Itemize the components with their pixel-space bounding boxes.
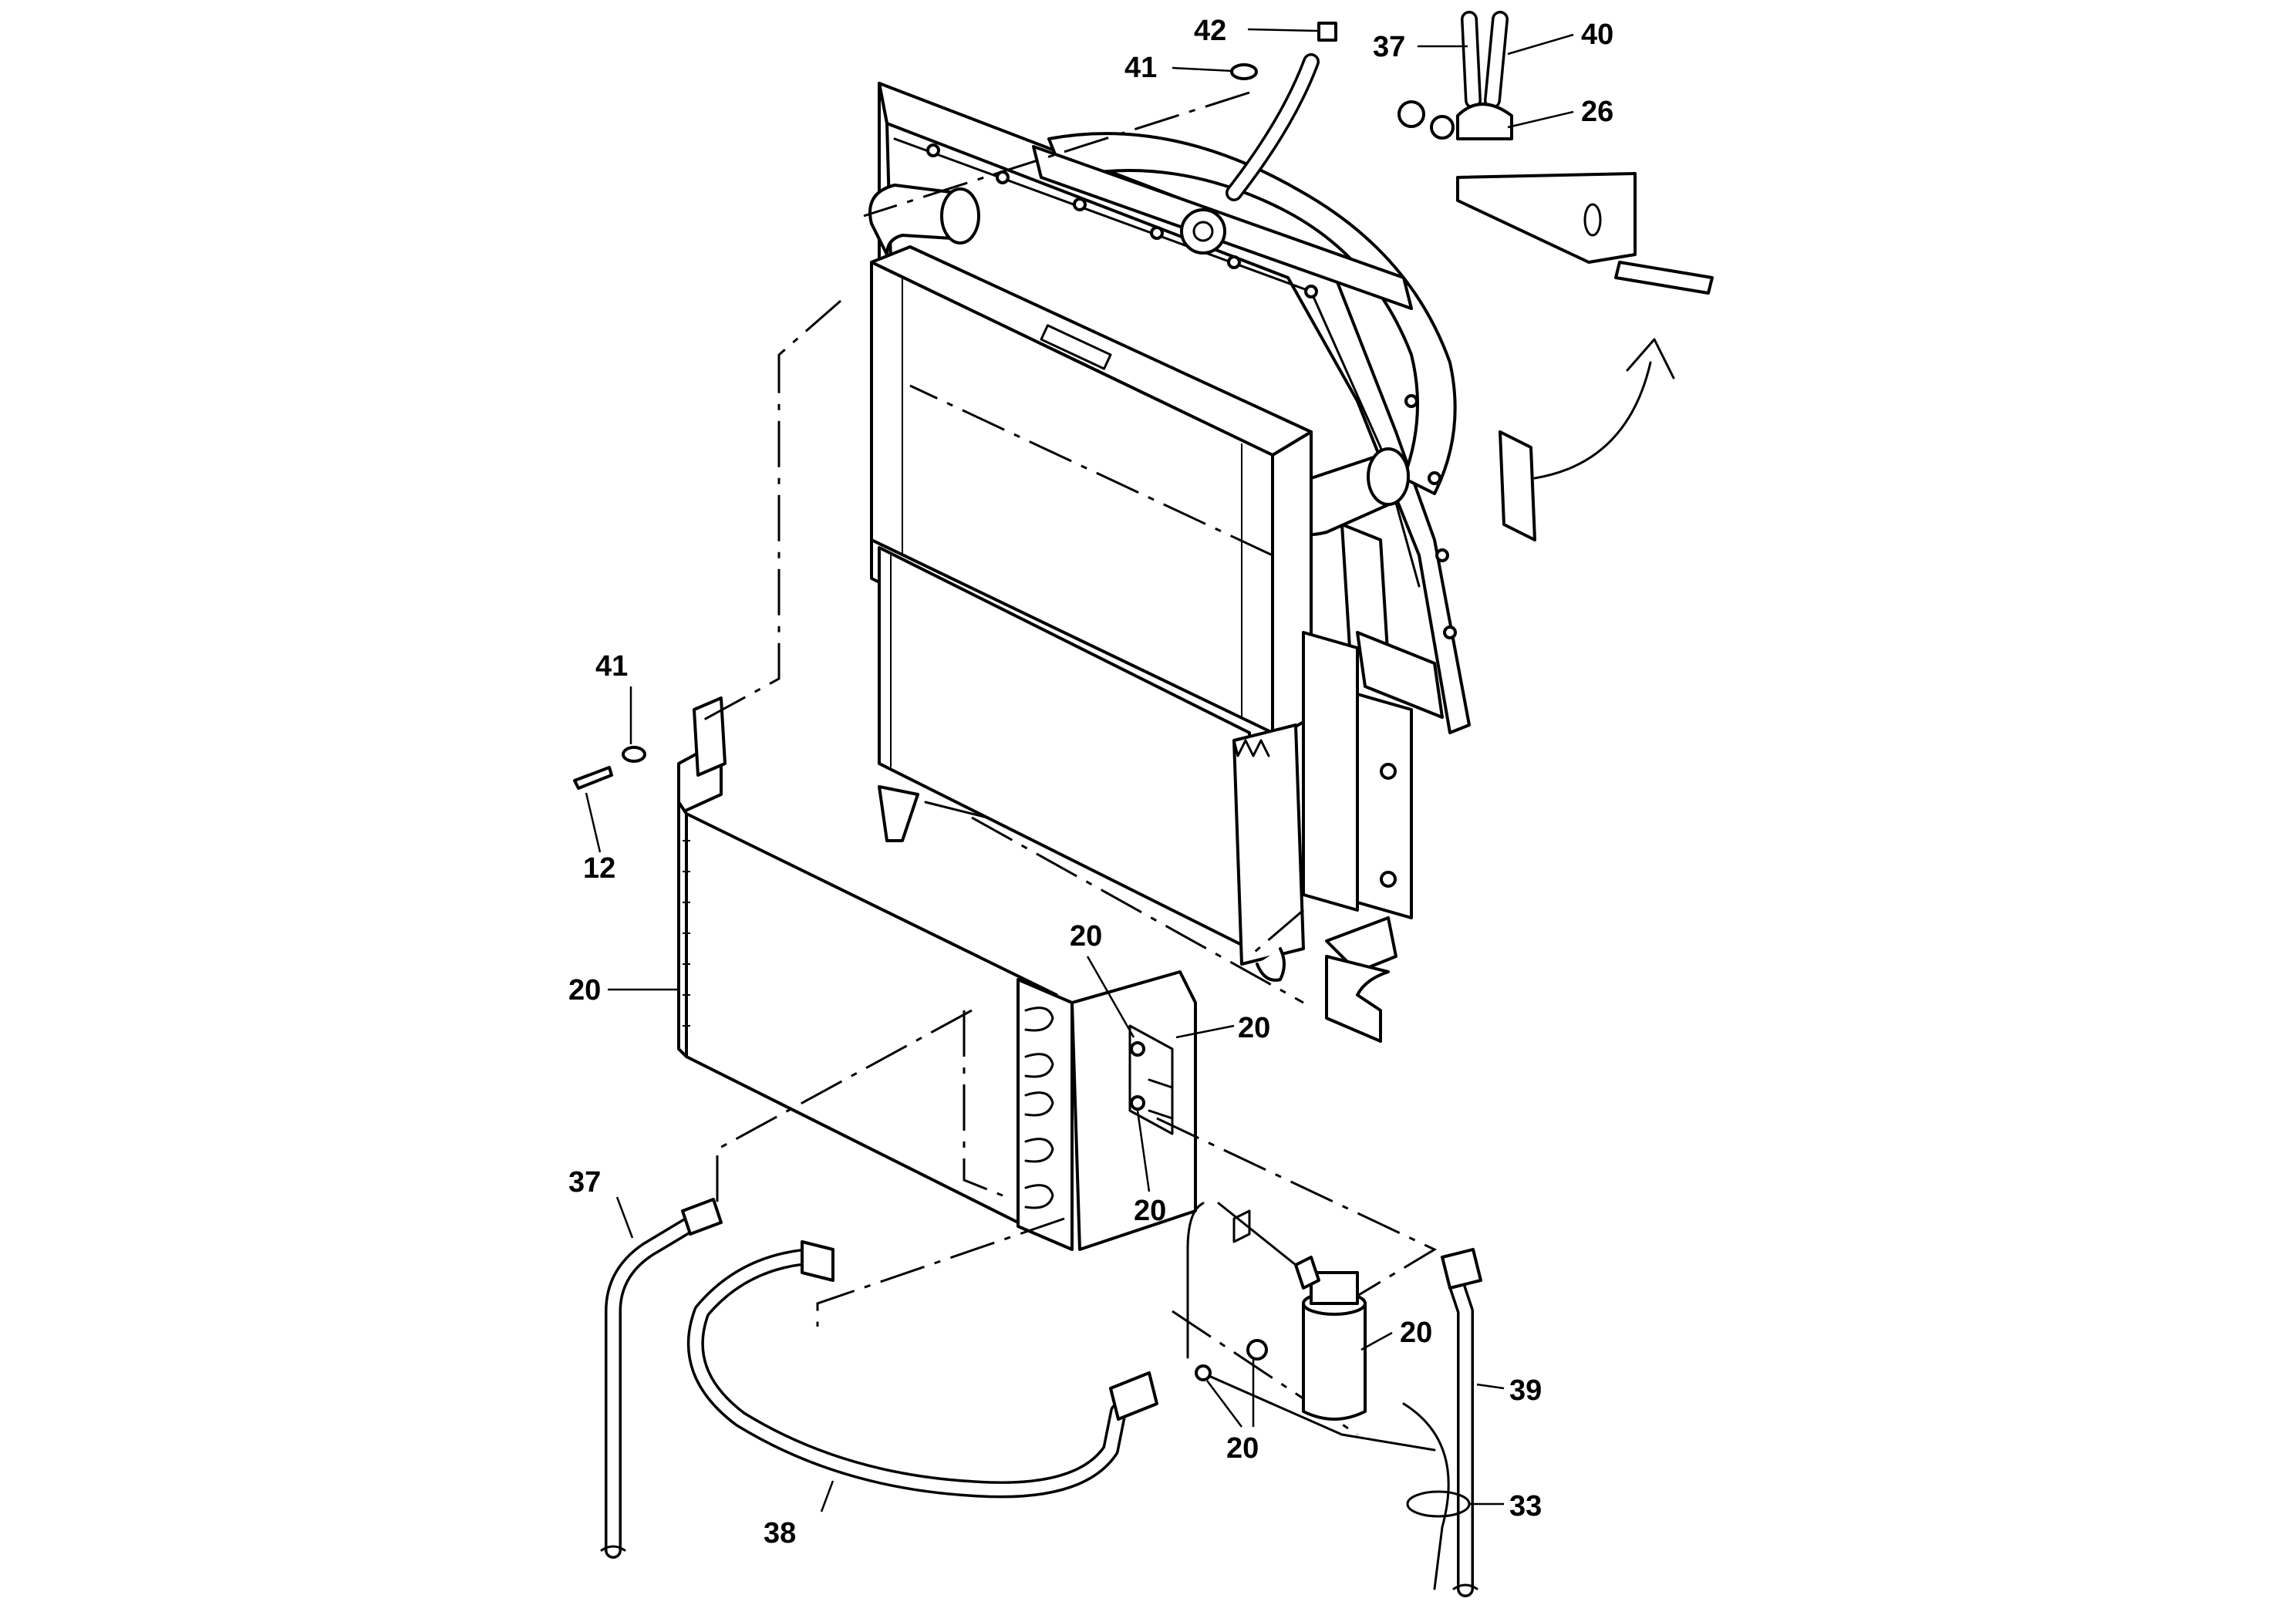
callout-12: 12 xyxy=(583,852,615,885)
bolt-icon xyxy=(1614,261,1714,295)
hose-39 xyxy=(1441,1248,1482,1597)
callout-20-upper: 20 xyxy=(1070,920,1102,953)
receiver-drier xyxy=(1186,1202,1367,1421)
callout-33: 33 xyxy=(1509,1490,1542,1523)
left-fasteners xyxy=(573,746,646,790)
callout-20-drier: 20 xyxy=(1400,1317,1432,1349)
condenser xyxy=(677,696,1197,1251)
callout-20-condenser: 20 xyxy=(568,974,601,1007)
condenser-fins xyxy=(683,840,690,1027)
fitting-42 xyxy=(1317,22,1337,42)
callout-41-left: 41 xyxy=(595,650,628,683)
clamp-detail xyxy=(1397,11,1714,480)
nut-icon xyxy=(1397,100,1425,128)
support-brackets xyxy=(1302,631,1413,1043)
leader-lines xyxy=(585,28,1574,1512)
radiator-core xyxy=(870,245,1313,982)
exploded-view-lines xyxy=(693,91,1438,1436)
callout-37-bottom: 37 xyxy=(568,1166,601,1199)
callout-26: 26 xyxy=(1581,96,1613,128)
callout-39: 39 xyxy=(1509,1374,1542,1407)
fan-hub xyxy=(1180,208,1226,255)
side-bracket xyxy=(1499,430,1536,541)
hose-38 xyxy=(686,1240,1158,1499)
callouts: 42 41 37 40 26 41 12 20 20 20 20 20 20 3… xyxy=(568,15,1613,1549)
callout-40: 40 xyxy=(1581,19,1613,51)
callout-38: 38 xyxy=(764,1517,796,1549)
washer-41-top xyxy=(1230,63,1258,80)
top-fitting xyxy=(1226,22,1337,201)
washer-icon xyxy=(1430,115,1455,140)
callout-20-right: 20 xyxy=(1238,1012,1270,1044)
drier-bracket-hardware xyxy=(1195,1339,1436,1452)
bolt-12 xyxy=(573,766,613,790)
hose-37 xyxy=(600,1198,723,1559)
detail-arrow-icon xyxy=(1533,361,1652,480)
callout-37-top: 37 xyxy=(1373,31,1405,63)
washer-41-left xyxy=(622,746,646,763)
callout-20-lower: 20 xyxy=(1134,1195,1166,1227)
condenser-tube-bends xyxy=(1024,1007,1054,1209)
callout-42: 42 xyxy=(1194,15,1226,47)
callout-20-hardware: 20 xyxy=(1226,1432,1259,1465)
callout-41-top: 41 xyxy=(1124,52,1157,84)
